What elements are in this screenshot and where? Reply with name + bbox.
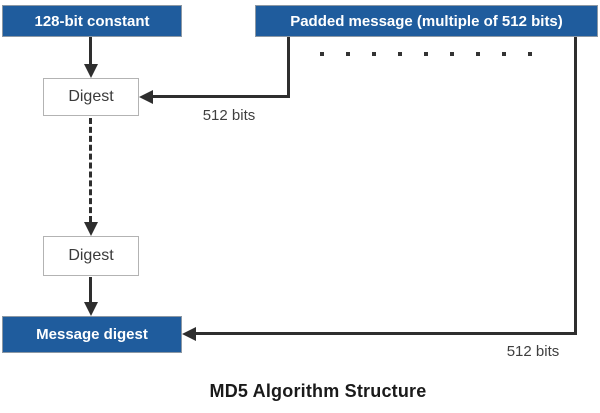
edge-digest1-to-digest2-dashed [89,118,92,222]
node-padded-message-label: Padded message (multiple of 512 bits) [290,12,563,30]
edge-padded-to-digest1-vertical [287,37,290,97]
edge-label-512bits-first: 512 bits [202,107,256,124]
edge-padded-to-messagedigest-horizontal [196,332,577,335]
dot-icon [528,52,532,56]
dot-icon [450,52,454,56]
arrowhead-left-icon [182,327,196,341]
edge-padded-to-messagedigest-vertical [574,37,577,334]
node-digest-1-label: Digest [68,88,114,105]
arrowhead-left-icon [139,90,153,104]
arrowhead-down-icon [84,64,98,78]
dot-icon [372,52,376,56]
node-digest-2-label: Digest [68,247,114,264]
node-message-digest-label: Message digest [36,326,148,343]
edge-padded-to-digest1-horizontal [152,95,290,98]
node-padded-message: Padded message (multiple of 512 bits) [255,5,598,37]
ellipsis-dots [320,52,532,56]
node-128bit-constant-label: 128-bit constant [34,12,150,30]
dot-icon [320,52,324,56]
edge-digest2-to-messagedigest [89,277,92,303]
arrowhead-down-icon [84,222,98,236]
dot-icon [424,52,428,56]
dot-icon [476,52,480,56]
node-digest-1: Digest [43,78,139,116]
dot-icon [398,52,402,56]
dot-icon [502,52,506,56]
node-128bit-constant: 128-bit constant [2,5,182,37]
diagram-caption: MD5 Algorithm Structure [209,381,427,401]
node-digest-2: Digest [43,236,139,276]
node-message-digest: Message digest [2,316,182,353]
arrowhead-down-icon [84,302,98,316]
dot-icon [346,52,350,56]
edge-label-512bits-last: 512 bits [506,343,560,360]
edge-constant-to-digest1 [89,37,92,65]
